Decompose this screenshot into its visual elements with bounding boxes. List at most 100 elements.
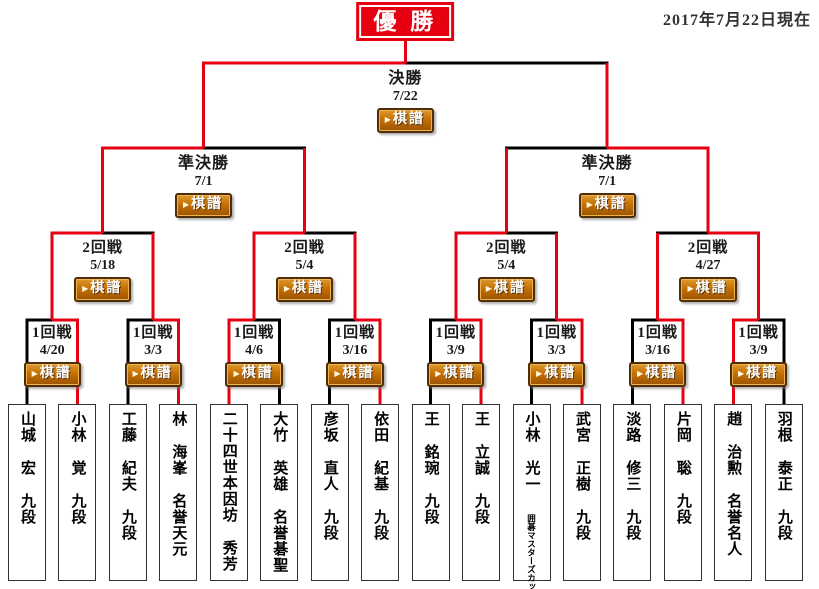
match-date: 3/3 [547,343,566,358]
round-name: 2回戦 [82,240,123,256]
kifu-button[interactable]: ▶ 棋譜 [225,362,283,387]
player-name: 小林 光一 [523,411,540,492]
play-arrow-icon: ▶ [31,369,38,378]
play-arrow-icon: ▶ [536,369,543,378]
kifu-button-label: 棋譜 [645,366,678,381]
match-label: 1回戦 3/9 ▶ 棋譜 [396,325,516,387]
player-name: 羽根 泰正 九段 [775,411,792,541]
match-date: 5/4 [497,258,516,273]
play-arrow-icon: ▶ [82,284,89,293]
kifu-button-label: 棋譜 [140,366,173,381]
kifu-button[interactable]: ▶ 棋譜 [427,362,485,387]
match-label: 1回戦 3/16 ▶ 棋譜 [295,325,415,387]
kifu-button[interactable]: ▶ 棋譜 [23,362,81,387]
player-column: 小林 覚 九段 [60,405,94,580]
player-box: 羽根 泰正 九段 [764,404,803,581]
match-label: 準決勝 7/1 ▶ 棋譜 [144,154,264,218]
play-arrow-icon: ▶ [132,369,139,378]
match-label: 1回戦 3/16 ▶ 棋譜 [598,325,718,387]
kifu-button[interactable]: ▶ 棋譜 [729,362,788,387]
round-name: 1回戦 [132,325,174,341]
match-label: 2回戦 5/4 ▶ 棋譜 [244,240,364,302]
round-name: 準決勝 [178,155,230,172]
round-name: 1回戦 [637,325,678,341]
player-column: 依田 紀基 九段 [363,405,397,580]
player-note: 囲碁マスターズカップ [526,514,537,589]
kifu-button-label: 棋譜 [241,366,274,381]
player-column: 山城 宏 九段 [10,405,44,580]
play-arrow-icon: ▶ [334,369,341,378]
match-label: 2回戦 4/27 ▶ 棋譜 [648,240,768,302]
kifu-button-label: 棋譜 [342,366,375,381]
player-name: 武宮 正樹 九段 [573,411,590,541]
kifu-button[interactable]: ▶ 棋譜 [326,362,384,387]
player-box: 林 海峯 名誉天元 [159,404,198,581]
kifu-button-label: 棋譜 [39,366,72,381]
kifu-button[interactable]: ▶ 棋譜 [528,362,586,387]
player-box: 二十四世本因坊 秀芳 [209,404,248,581]
player-column: 淡路 修三 九段 [615,405,649,580]
round-name: 1回戦 [435,325,477,341]
kifu-button[interactable]: ▶ 棋譜 [578,193,636,218]
match-date: 5/18 [90,258,116,273]
kifu-button-label: 棋譜 [746,366,779,381]
player-box: 彦坂 直人 九段 [310,404,349,581]
player-name: 工藤 紀夫 九段 [119,411,136,541]
match-date: 7/1 [194,174,213,189]
match-label: 準決勝 7/1 ▶ 棋譜 [547,154,667,218]
kifu-button-label: 棋譜 [695,281,728,296]
kifu-button[interactable]: ▶ 棋譜 [74,277,132,302]
kifu-button-label: 棋譜 [392,112,425,127]
match-date: 3/16 [645,343,671,358]
kifu-button[interactable]: ▶ 棋譜 [376,108,434,133]
round-name: 2回戦 [486,240,527,256]
player-name: 依田 紀基 九段 [372,411,389,541]
kifu-button[interactable]: ▶ 棋譜 [174,193,233,218]
play-arrow-icon: ▶ [687,284,694,293]
player-name: 林 海峯 名誉天元 [170,411,187,557]
player-box: 王 銘琬 九段 [411,404,450,581]
player-box: 山城 宏 九段 [8,404,46,581]
play-arrow-icon: ▶ [283,284,291,293]
champion-box: 優 勝 [356,2,455,41]
player-name: 淡路 修三 九段 [624,411,641,541]
player-column: 王 銘琬 九段 [414,405,448,580]
player-box: 淡路 修三 九段 [613,404,652,581]
player-name: 山城 宏 九段 [19,411,35,525]
match-label: 2回戦 5/18 ▶ 棋譜 [43,240,163,302]
player-name: 趙 治勲 名誉名人 [725,411,742,557]
kifu-button-label: 棋譜 [292,281,325,296]
kifu-button-label: 棋譜 [594,197,627,212]
player-name: 王 銘琬 九段 [422,411,439,525]
kifu-button[interactable]: ▶ 棋譜 [124,362,182,387]
match-date: 4/6 [245,343,263,358]
match-label: 1回戦 3/3 ▶ 棋譜 [497,325,617,387]
kifu-button[interactable]: ▶ 棋譜 [679,277,737,302]
player-box: 王 立誠 九段 [462,404,501,581]
as-of-date: 2017年7月22日現在 [662,12,811,29]
kifu-button[interactable]: ▶ 棋譜 [275,277,334,302]
play-arrow-icon: ▶ [384,115,391,124]
round-name: 準決勝 [581,155,633,172]
round-name: 決勝 [388,70,423,87]
kifu-button[interactable]: ▶ 棋譜 [629,362,687,387]
player-box: 依田 紀基 九段 [361,404,400,581]
match-label: 2回戦 5/4 ▶ 棋譜 [446,240,566,302]
player-column: 彦坂 直人 九段 [313,405,347,580]
player-column: 王 立誠 九段 [464,405,498,580]
match-date: 3/9 [446,343,465,358]
match-date: 3/9 [749,343,768,358]
match-label: 決勝 7/22 ▶ 棋譜 [345,69,465,133]
kifu-button[interactable]: ▶ 棋譜 [477,277,535,302]
kifu-button-label: 棋譜 [443,366,476,381]
match-label: 1回戦 4/6 ▶ 棋譜 [194,325,314,387]
player-column: 大竹 英雄 名誉碁聖 [262,405,296,580]
round-name: 1回戦 [31,325,73,341]
match-date: 3/16 [342,343,368,358]
kifu-button-label: 棋譜 [544,366,577,381]
player-name: 王 立誠 九段 [473,411,490,525]
round-name: 1回戦 [536,325,577,341]
match-date: 4/20 [39,343,65,358]
player-column: 林 海峯 名誉天元 [161,405,195,580]
round-name: 1回戦 [334,325,376,341]
